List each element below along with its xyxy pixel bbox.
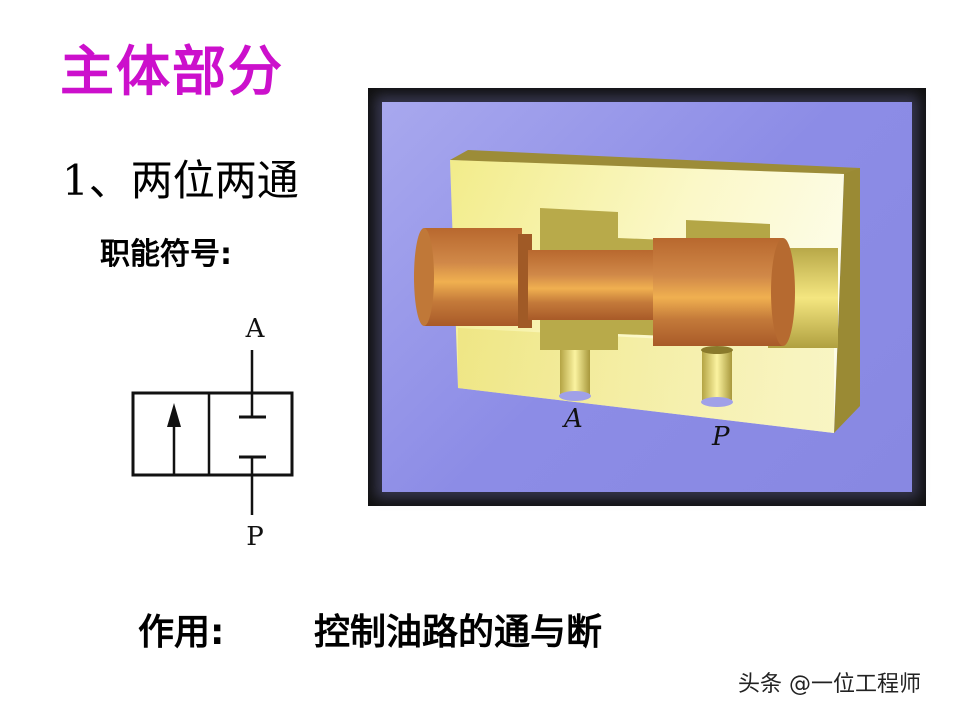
function-label: 作用: bbox=[138, 612, 225, 653]
function-description: 作用: 控制油路的通与断 bbox=[138, 615, 602, 651]
port-p-label: P bbox=[712, 422, 730, 452]
section-heading: 1、两位两通 bbox=[62, 156, 299, 205]
valve-illustration: A P bbox=[368, 88, 926, 506]
port-a-label: A bbox=[564, 404, 583, 434]
function-text: 控制油路的通与断 bbox=[314, 612, 603, 653]
symbol-label: 职能符号: bbox=[100, 237, 232, 272]
valve-cutaway-graphic bbox=[414, 150, 860, 433]
symbol-port-p: P bbox=[246, 522, 264, 552]
valve-symbol: A P bbox=[110, 305, 310, 559]
page-title: 主体部分 bbox=[60, 39, 284, 103]
symbol-port-a: A bbox=[245, 314, 266, 344]
watermark: 头条 @一位工程师 bbox=[738, 672, 921, 697]
